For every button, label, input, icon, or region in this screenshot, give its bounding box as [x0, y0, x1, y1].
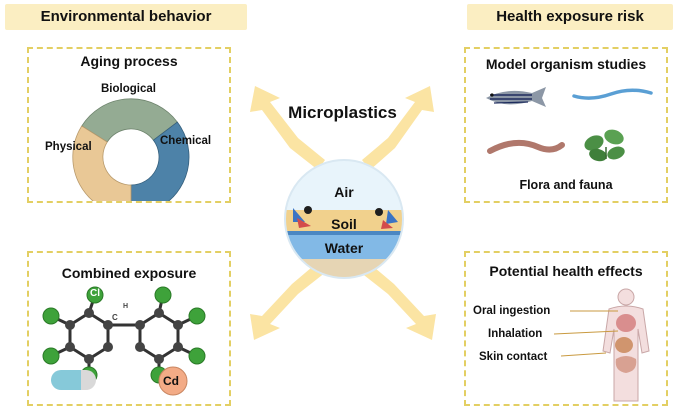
route-skin-contact: Skin contact	[479, 351, 548, 363]
arrow-down-right	[360, 262, 436, 340]
carbon-atoms	[65, 308, 183, 364]
chlorine-atoms	[42, 286, 206, 384]
label-biological: Biological	[101, 83, 156, 95]
label-chlorine: Cl	[90, 288, 100, 299]
label-water: Water	[324, 240, 364, 256]
aging-title: Aging process	[80, 53, 178, 69]
panel-potential-health-effects: Potential health effects Oral ingestion …	[464, 251, 668, 406]
segment-chemical	[130, 121, 190, 201]
label-physical: Physical	[45, 141, 92, 153]
caption-flora-fauna: Flora and fauna	[519, 178, 613, 192]
organisms-illustration	[486, 87, 653, 162]
route-oral-ingestion: Oral ingestion	[473, 305, 551, 317]
combined-title: Combined exposure	[61, 265, 197, 281]
arrow-up-right	[362, 86, 434, 170]
nematode-icon	[572, 88, 653, 100]
aging-donut	[72, 98, 190, 201]
center-title: Microplastics	[288, 103, 397, 122]
label-carbon: C	[112, 313, 118, 322]
arrow-up-left	[250, 86, 325, 170]
label-hydrogen: H	[123, 303, 129, 310]
panel-model-organism-studies: Model organism studies Flora and fauna	[464, 47, 668, 203]
cadmium-atom	[158, 366, 188, 396]
header-environmental-behavior: Environmental behavior	[5, 4, 247, 30]
label-air: Air	[334, 184, 354, 200]
zebrafish-icon	[486, 87, 546, 107]
human-body-illustration	[553, 288, 650, 402]
capsule-icon	[51, 370, 96, 390]
health-title: Potential health effects	[489, 263, 643, 279]
earthworm-icon	[487, 139, 565, 154]
segment-physical	[72, 125, 132, 201]
label-chemical: Chemical	[160, 135, 212, 147]
intestine-icon	[615, 356, 637, 373]
route-inhalation: Inhalation	[488, 328, 543, 340]
segment-biological	[81, 98, 178, 143]
model-title: Model organism studies	[485, 56, 647, 72]
panel-combined-exposure: Combined exposure	[27, 251, 231, 406]
lungs-icon	[616, 314, 636, 332]
pointer-lines	[553, 310, 619, 357]
label-soil: Soil	[331, 216, 357, 232]
panel-aging-process: Aging process Biological Chemical Physic…	[27, 47, 231, 203]
molecule-illustration	[42, 286, 206, 396]
label-cadmium: Cd	[163, 374, 179, 388]
arrow-down-left	[250, 262, 326, 340]
human-body-icon	[602, 288, 650, 402]
header-health-exposure-risk: Health exposure risk	[467, 4, 673, 30]
plant-icon	[584, 129, 625, 162]
stomach-icon	[615, 337, 633, 353]
